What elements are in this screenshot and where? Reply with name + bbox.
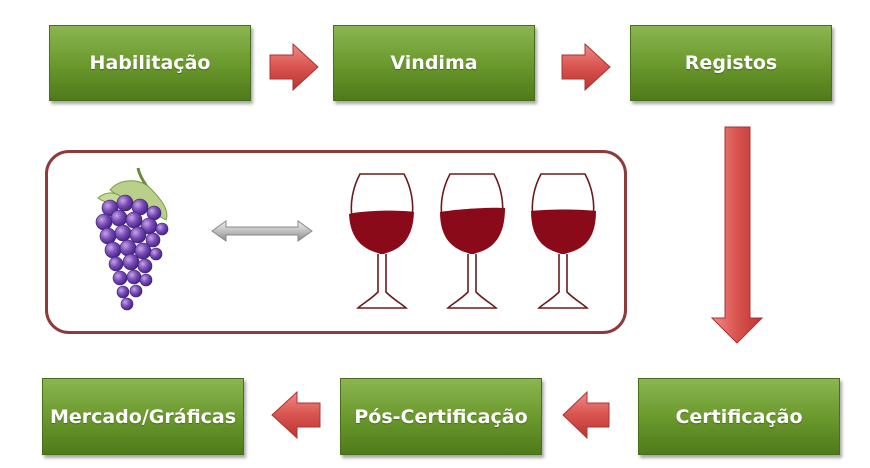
wine-glass-icon [349, 173, 414, 309]
grapes-icon [95, 167, 169, 311]
step-habilitacao: Habilitação [49, 25, 251, 101]
arrow-right-icon [269, 42, 319, 92]
arrow-left-icon [562, 390, 610, 440]
step-vindima-label: Vindima [390, 52, 478, 74]
step-certificacao: Certificação [638, 378, 840, 455]
step-registos: Registos [630, 25, 832, 101]
step-mercado: Mercado/Gráficas [42, 378, 244, 455]
step-pos-certificacao: Pós-Certificação [340, 378, 542, 455]
step-pos-certificacao-label: Pós-Certificação [354, 405, 528, 428]
step-certificacao-label: Certificação [675, 405, 803, 428]
step-habilitacao-label: Habilitação [89, 52, 211, 74]
step-registos-label: Registos [684, 52, 778, 74]
arrow-left-icon [271, 390, 321, 440]
step-mercado-label: Mercado/Gráficas [49, 405, 237, 428]
arrow-right-icon [561, 42, 611, 92]
arrow-down-icon [710, 126, 764, 344]
step-vindima: Vindima [333, 25, 535, 101]
wine-glass-icon [531, 173, 596, 309]
wine-glass-icon [440, 173, 505, 309]
double-arrow-icon [211, 220, 313, 242]
